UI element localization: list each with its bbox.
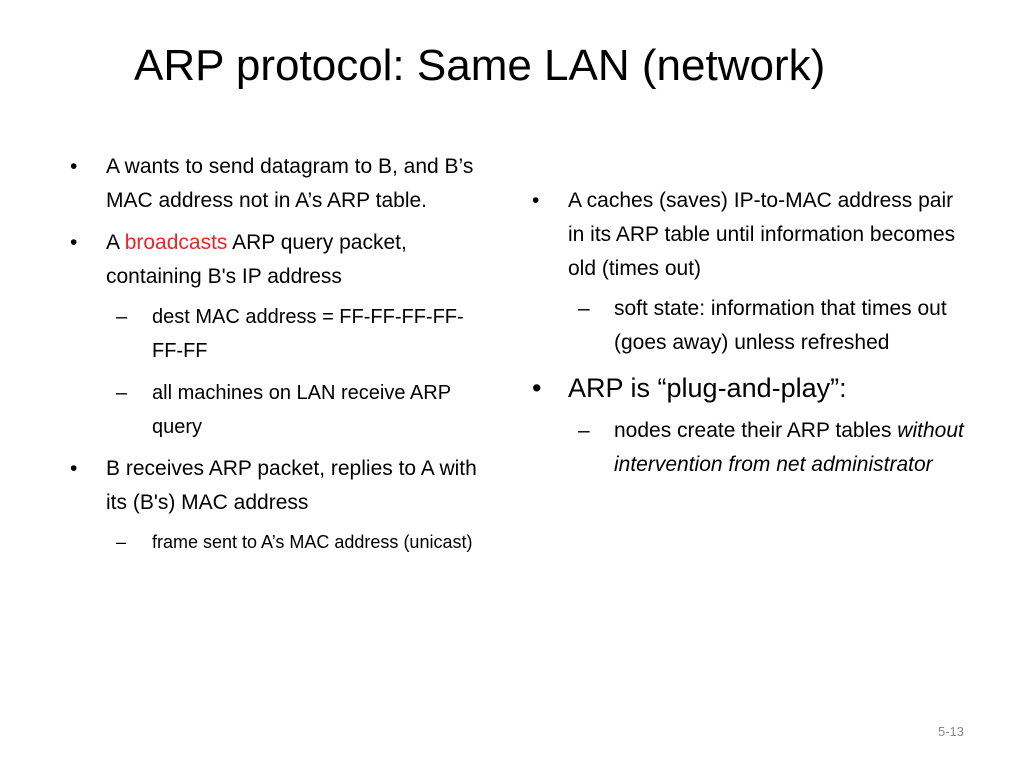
bullet-text: A wants to send datagram to B, and B’s M… bbox=[106, 155, 474, 212]
bullet-text: ARP is “plug-and-play”: bbox=[568, 373, 847, 403]
bullet-text-post: ARP query packet, containing B's IP addr… bbox=[106, 231, 407, 288]
right-column: A caches (saves) IP-to-MAC address pair … bbox=[530, 184, 970, 490]
slide-title: ARP protocol: Same LAN (network) bbox=[134, 41, 826, 90]
sub-bullet-soft-state: soft state: information that times out (… bbox=[568, 292, 970, 360]
sub-bullet-text: frame sent to A’s MAC address (unicast) bbox=[152, 532, 473, 552]
sub-bullet-nodes-create: nodes create their ARP tables without in… bbox=[568, 414, 970, 482]
plug-and-play-sub-list: nodes create their ARP tables without in… bbox=[568, 414, 970, 482]
sub-bullet-text: all machines on LAN receive ARP query bbox=[152, 382, 451, 438]
left-column: A wants to send datagram to B, and B’s M… bbox=[68, 150, 488, 566]
sub-bullet-dest-mac: dest MAC address = FF-FF-FF-FF-FF-FF bbox=[106, 300, 488, 368]
broadcast-sub-list: dest MAC address = FF-FF-FF-FF-FF-FF all… bbox=[106, 300, 488, 444]
broadcasts-highlight: broadcasts bbox=[124, 231, 228, 254]
caches-sub-list: soft state: information that times out (… bbox=[568, 292, 970, 360]
slide-number: 5-13 bbox=[937, 724, 964, 739]
bullet-a-caches: A caches (saves) IP-to-MAC address pair … bbox=[530, 184, 970, 360]
sub-bullet-all-machines: all machines on LAN receive ARP query bbox=[106, 376, 488, 444]
left-bullet-list: A wants to send datagram to B, and B’s M… bbox=[68, 150, 488, 558]
bullet-plug-and-play: ARP is “plug-and-play”: nodes create the… bbox=[530, 368, 970, 482]
bullet-text: B receives ARP packet, replies to A with… bbox=[106, 457, 477, 514]
sub-bullet-text-pre: nodes create their ARP tables bbox=[614, 419, 898, 442]
right-bullet-list: A caches (saves) IP-to-MAC address pair … bbox=[530, 184, 970, 482]
bullet-text: A caches (saves) IP-to-MAC address pair … bbox=[568, 189, 956, 280]
sub-bullet-frame-sent: frame sent to A’s MAC address (unicast) bbox=[106, 526, 488, 558]
bullet-a-broadcasts: A broadcasts ARP query packet, containin… bbox=[68, 226, 488, 444]
bullet-a-wants-to-send: A wants to send datagram to B, and B’s M… bbox=[68, 150, 488, 218]
sub-bullet-text: soft state: information that times out (… bbox=[614, 297, 947, 354]
bullet-b-receives: B receives ARP packet, replies to A with… bbox=[68, 452, 488, 558]
bullet-text-pre: A bbox=[106, 231, 125, 254]
receives-sub-list: frame sent to A’s MAC address (unicast) bbox=[106, 526, 488, 558]
sub-bullet-text-italic: without intervention from net administra… bbox=[614, 419, 964, 476]
sub-bullet-text: dest MAC address = FF-FF-FF-FF-FF-FF bbox=[152, 306, 464, 362]
